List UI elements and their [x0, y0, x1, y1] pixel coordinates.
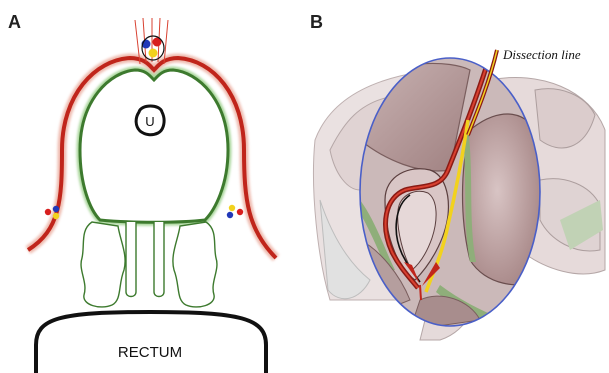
panel-letter-b: B — [310, 12, 323, 32]
neurovascular-bundle-icon — [227, 205, 243, 218]
rectum-label: RECTUM — [118, 344, 182, 361]
seminal-vesicles — [81, 222, 217, 307]
prostatic-capsule — [80, 70, 228, 222]
panel-a: A U — [8, 12, 276, 373]
panel-b: B — [310, 12, 605, 340]
rectum — [36, 312, 266, 373]
neurovascular-bundle-icon — [142, 36, 165, 60]
urethra-label: U — [145, 114, 154, 129]
dissection-line-label: Dissection line — [502, 47, 581, 62]
panel-letter-a: A — [8, 12, 21, 32]
